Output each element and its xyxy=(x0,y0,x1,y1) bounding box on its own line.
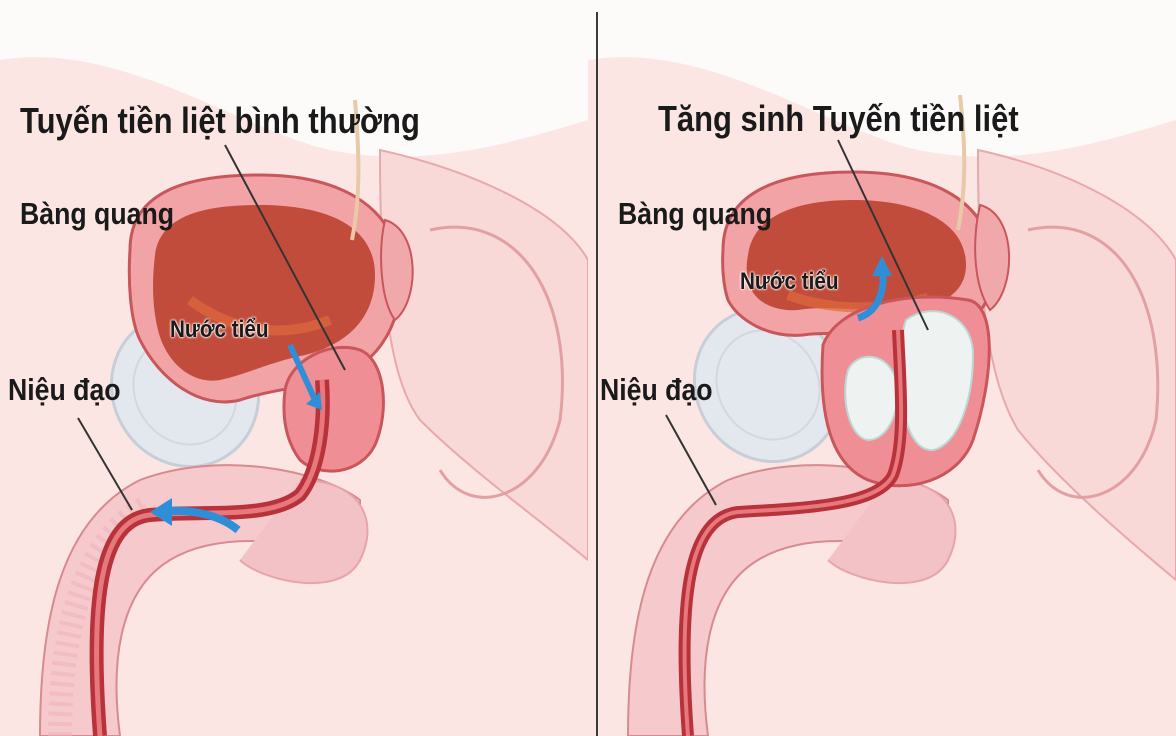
label-urethra: Niệu đạo xyxy=(8,372,121,408)
panel-divider xyxy=(596,12,598,736)
label-urine: Nước tiểu xyxy=(740,268,838,296)
title-enlarged-prostate: Tăng sinh Tuyến tiền liệt xyxy=(658,98,1019,140)
label-urine: Nước tiểu xyxy=(170,316,268,344)
panel-enlarged-prostate: Tăng sinh Tuyến tiền liệt Bàng quang Nướ… xyxy=(588,0,1176,736)
panel-normal-prostate: Tuyến tiền liệt bình thường Bàng quang N… xyxy=(0,0,588,736)
title-normal-prostate: Tuyến tiền liệt bình thường xyxy=(20,100,420,142)
label-bladder: Bàng quang xyxy=(20,196,174,232)
label-urethra: Niệu đạo xyxy=(600,372,713,408)
label-bladder: Bàng quang xyxy=(618,196,772,232)
